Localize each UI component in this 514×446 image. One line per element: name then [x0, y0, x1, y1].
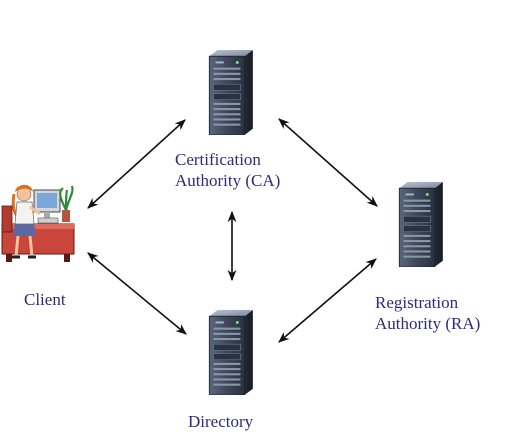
arrow-ca-ra — [278, 118, 378, 207]
directory-label: Directory — [188, 412, 254, 431]
ca-label-line2: Authority (CA) — [175, 171, 281, 190]
ra-server-icon — [398, 182, 444, 267]
arrow-directory-ra — [278, 258, 377, 343]
ca-label-line1: Certification — [175, 150, 261, 169]
arrow-client-ca — [87, 119, 186, 209]
arrow-client-directory — [87, 252, 187, 335]
client-label: Client — [24, 290, 66, 309]
ca-server-icon — [208, 50, 254, 135]
directory-server-icon — [208, 310, 254, 395]
client-person-at-computer-icon — [1, 184, 75, 262]
ra-label-line2: Authority (RA) — [375, 314, 481, 333]
ra-label-line1: Registration — [375, 293, 459, 312]
